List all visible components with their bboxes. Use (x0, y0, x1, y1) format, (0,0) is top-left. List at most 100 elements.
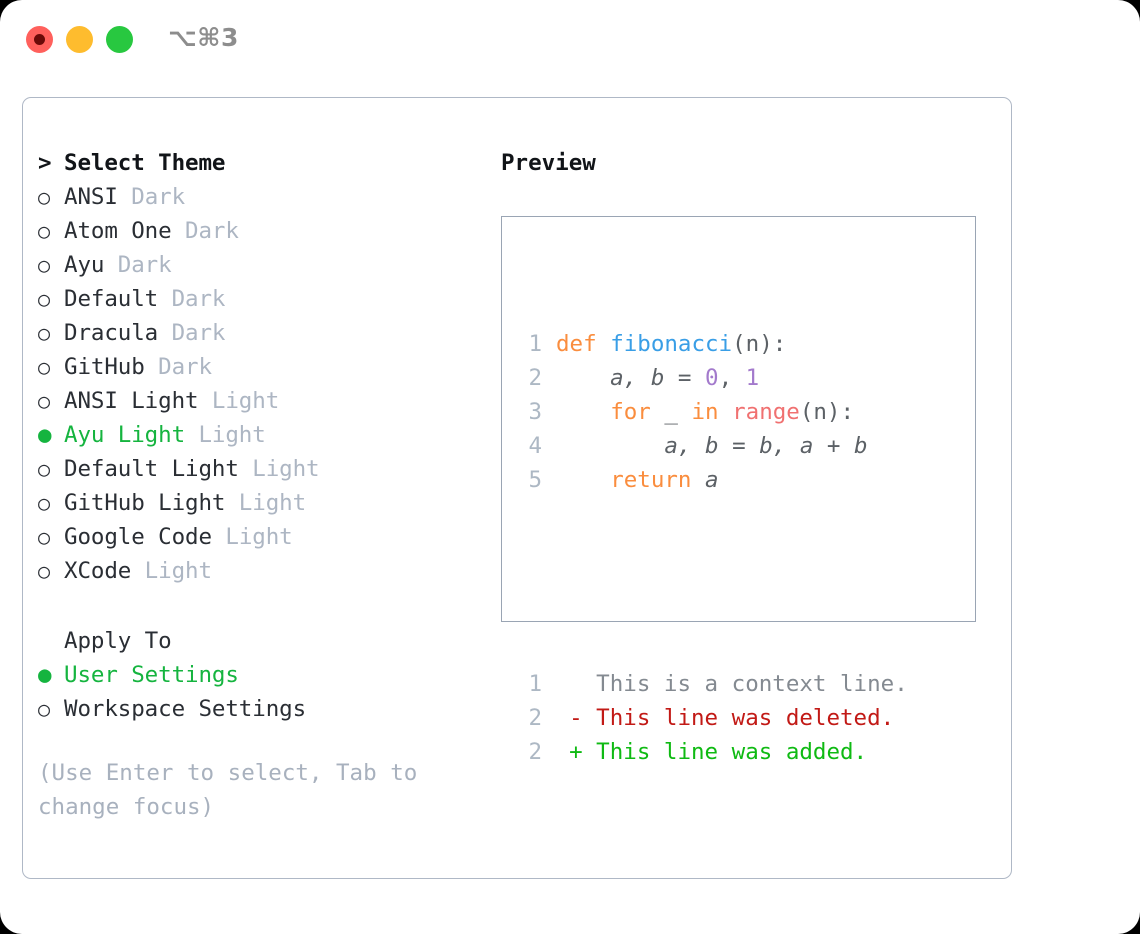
keyboard-hint-text: (Use Enter to select, Tab to change focu… (38, 760, 418, 820)
code-gutter-space (542, 463, 556, 497)
code-diff-separator (516, 565, 908, 599)
code-token: return (610, 467, 692, 493)
radio-unselected-icon[interactable]: ○ (38, 219, 50, 243)
recording-indicator-icon (34, 34, 45, 45)
code-gutter-space (542, 327, 556, 361)
theme-list-item[interactable]: ○GitHub Dark (38, 350, 478, 384)
code-token (719, 399, 733, 425)
code-line: 2 a, b = 0, 1 (516, 361, 908, 395)
theme-name: ANSI (64, 184, 118, 210)
theme-name: Dracula (64, 320, 159, 346)
code-token: 1 (745, 365, 760, 391)
apply-to-name: User Settings (64, 662, 239, 688)
code-token (556, 399, 610, 425)
radio-unselected-icon[interactable]: ○ (38, 185, 50, 209)
theme-name: Atom One (64, 218, 172, 244)
theme-name: GitHub Light (64, 490, 226, 516)
diff-line-text: + This line was added. (542, 739, 868, 765)
theme-list[interactable]: ○ANSI Dark○Atom One Dark○Ayu Dark○Defaul… (38, 180, 478, 588)
diff-line-text: - This line was deleted. (542, 705, 895, 731)
radio-unselected-icon[interactable]: ○ (38, 457, 50, 481)
theme-list-item[interactable]: ○ Google Code Light (38, 520, 478, 554)
keyboard-shortcut-label: ⌥⌘3 (168, 23, 239, 52)
code-token: range (732, 399, 800, 425)
theme-variant-tag: Dark (171, 218, 239, 244)
theme-list-item[interactable]: ○Default Dark (38, 282, 478, 316)
theme-selection-column: >Select Theme ○ANSI Dark○Atom One Dark○A… (38, 146, 478, 824)
radio-unselected-icon[interactable]: ○ (38, 355, 50, 379)
theme-list-item[interactable]: ○ANSI Dark (38, 180, 478, 214)
radio-unselected-icon[interactable]: ○ (38, 491, 50, 515)
apply-to-item[interactable]: ○ Workspace Settings (38, 692, 478, 726)
code-line: 1 def fibonacci(n): (516, 327, 908, 361)
code-token: 0 (705, 365, 719, 391)
theme-name: Google Code (64, 524, 212, 550)
theme-picker-panel: >Select Theme ○ANSI Dark○Atom One Dark○A… (22, 97, 1012, 879)
radio-selected-icon[interactable]: ● (38, 662, 52, 688)
minimize-button[interactable] (66, 26, 93, 53)
theme-list-item[interactable]: ○ Atom One Dark (38, 214, 478, 248)
theme-variant-tag: Dark (158, 320, 226, 346)
code-token (556, 467, 610, 493)
radio-unselected-icon[interactable]: ○ (38, 287, 50, 311)
diff-line: 2 - This line was deleted. (516, 701, 908, 735)
theme-variant-tag: Light (211, 524, 293, 550)
select-theme-label: Select Theme (64, 150, 226, 176)
diff-line-text: This is a context line. (542, 671, 908, 697)
apply-to-list[interactable]: ● User Settings ○ Workspace Settings (38, 658, 478, 726)
code-token: _ (650, 399, 692, 425)
theme-variant-tag: Dark (144, 354, 212, 380)
radio-unselected-icon[interactable]: ○ (38, 525, 50, 549)
theme-list-item[interactable]: ○ANSI Light Light (38, 384, 478, 418)
code-gutter-space (542, 361, 556, 395)
radio-unselected-icon[interactable]: ○ (38, 697, 50, 721)
theme-name: ANSI Light (64, 388, 199, 414)
theme-list-item[interactable]: ● Ayu Light Light (38, 418, 478, 452)
theme-variant-tag: Dark (104, 252, 172, 278)
theme-list-item[interactable]: ○ GitHub Light Light (38, 486, 478, 520)
theme-list-item[interactable]: ○ Dracula Dark (38, 316, 478, 350)
zoom-button[interactable] (106, 26, 133, 53)
radio-selected-icon[interactable]: ● (38, 422, 52, 448)
prompt-caret-icon: > (38, 150, 52, 176)
line-number: 5 (528, 467, 542, 493)
theme-name: Default Light (64, 456, 239, 482)
apply-to-label: Apply To (64, 628, 172, 654)
line-number: 2 (528, 365, 542, 391)
theme-list-item[interactable]: ○Default Light Light (38, 452, 478, 486)
code-gutter-space (542, 395, 556, 429)
code-token: (n): (732, 331, 787, 357)
radio-unselected-icon[interactable]: ○ (38, 389, 50, 413)
code-line: 5 return a (516, 463, 908, 497)
radio-unselected-icon[interactable]: ○ (38, 559, 50, 583)
code-token: for (610, 399, 651, 425)
line-number: 2 (528, 739, 542, 765)
diff-line: 1 This is a context line. (516, 667, 908, 701)
apply-to-item[interactable]: ● User Settings (38, 658, 478, 692)
theme-list-item[interactable]: ○ XCode Light (38, 554, 478, 588)
apply-to-name: Workspace Settings (64, 696, 307, 722)
line-number: 2 (528, 705, 542, 731)
radio-unselected-icon[interactable]: ○ (38, 253, 50, 277)
theme-variant-tag: Light (185, 422, 266, 448)
theme-name: XCode (64, 558, 132, 584)
code-line: 4 a, b = b, a + b (516, 429, 908, 463)
theme-name: Ayu Light (64, 422, 186, 448)
code-token: , (718, 365, 746, 391)
code-line: 3 for _ in range(n): (516, 395, 908, 429)
preview-title: Preview (501, 150, 596, 176)
theme-variant-tag: Light (225, 490, 307, 516)
close-button[interactable] (26, 26, 53, 53)
theme-list-item[interactable]: ○Ayu Dark (38, 248, 478, 282)
code-token: (n): (799, 399, 855, 425)
apply-to-header: Apply To (38, 624, 478, 658)
section-spacer (38, 588, 478, 624)
line-number: 1 (528, 671, 542, 697)
theme-variant-tag: Light (131, 558, 212, 584)
radio-unselected-icon[interactable]: ○ (38, 321, 50, 345)
window-titlebar: ⌥⌘3 (0, 0, 1140, 78)
